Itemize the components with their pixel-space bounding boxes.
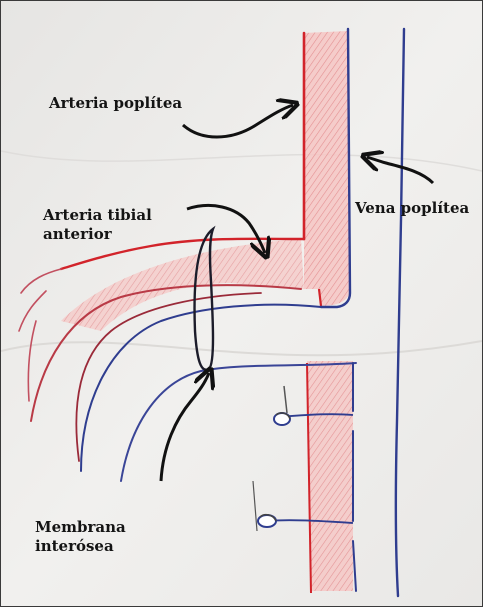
label-vena-poplitea: Vena poplítea: [355, 199, 469, 218]
lower-artery-fill: [307, 361, 353, 591]
label-line: Arteria tibial: [43, 206, 152, 225]
label-membrana-interosea: Membrana interósea: [35, 518, 126, 556]
popliteal-artery-fill: [304, 31, 350, 306]
label-line: anterior: [43, 225, 152, 244]
ligated-branch-upper: [274, 413, 290, 425]
ligated-branch-lower: [258, 515, 276, 527]
label-arteria-tibial-anterior: Arteria tibial anterior: [43, 206, 152, 244]
label-arteria-poplitea: Arteria poplítea: [49, 94, 182, 113]
label-line: Membrana: [35, 518, 126, 537]
label-line: interósea: [35, 537, 126, 556]
